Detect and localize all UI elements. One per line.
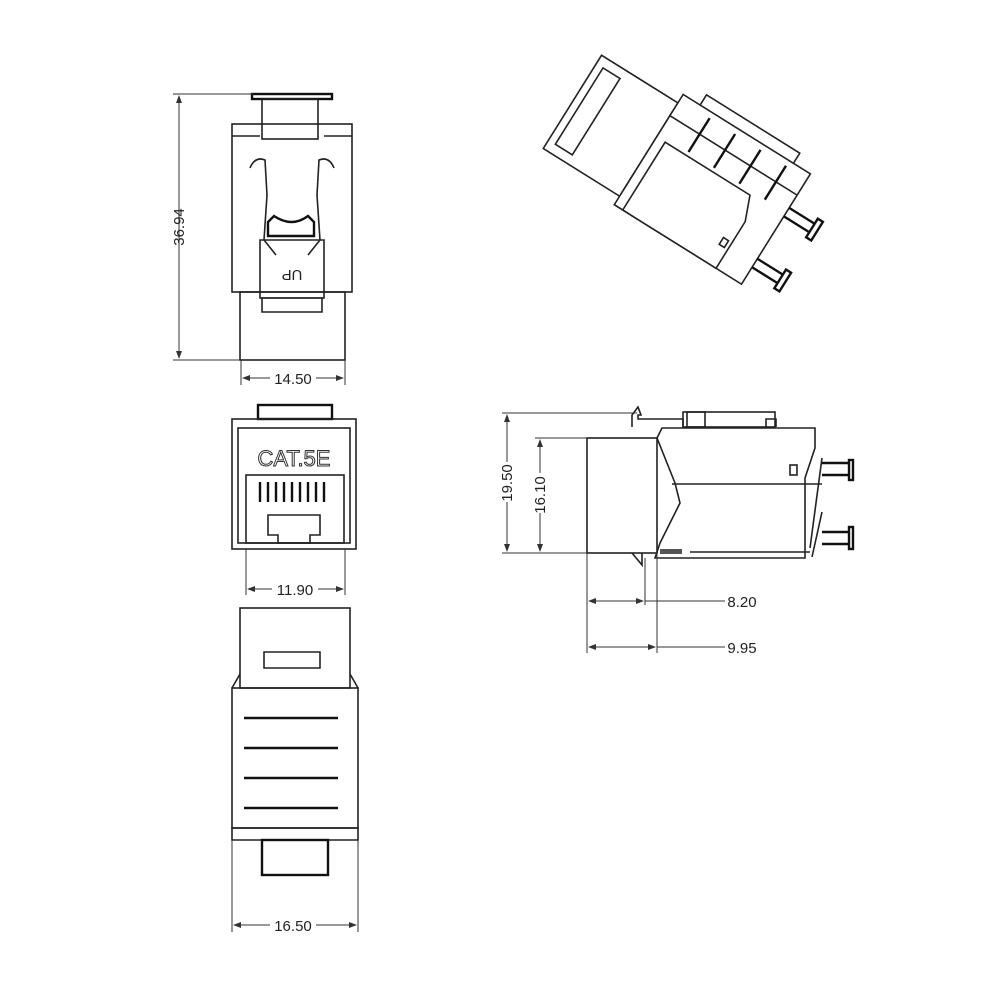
dimension-port-width-label: 11.90 xyxy=(277,582,313,599)
top-view: UP 36.94 14.50 xyxy=(171,92,353,388)
dimension-depth-short-label: 8.20 xyxy=(727,594,756,611)
dimension-body-height-label: 16.10 xyxy=(532,476,549,514)
dimension-depth-long-label: 9.95 xyxy=(727,640,756,657)
dimension-height-label: 36.94 xyxy=(171,208,188,246)
dimension-rear-width-label: 16.50 xyxy=(274,918,312,935)
dimension-side-height-label: 19.50 xyxy=(499,464,516,502)
rear-view: 16.50 xyxy=(231,607,359,935)
front-view: CAT.5E 11.90 xyxy=(231,403,357,599)
dimension-width-label: 14.50 xyxy=(274,371,312,388)
isometric-view xyxy=(542,54,825,294)
side-view: 19.50 16.10 8.20 9.95 xyxy=(499,405,855,657)
up-marking: UP xyxy=(282,266,303,283)
category-marking: CAT.5E xyxy=(258,446,331,471)
